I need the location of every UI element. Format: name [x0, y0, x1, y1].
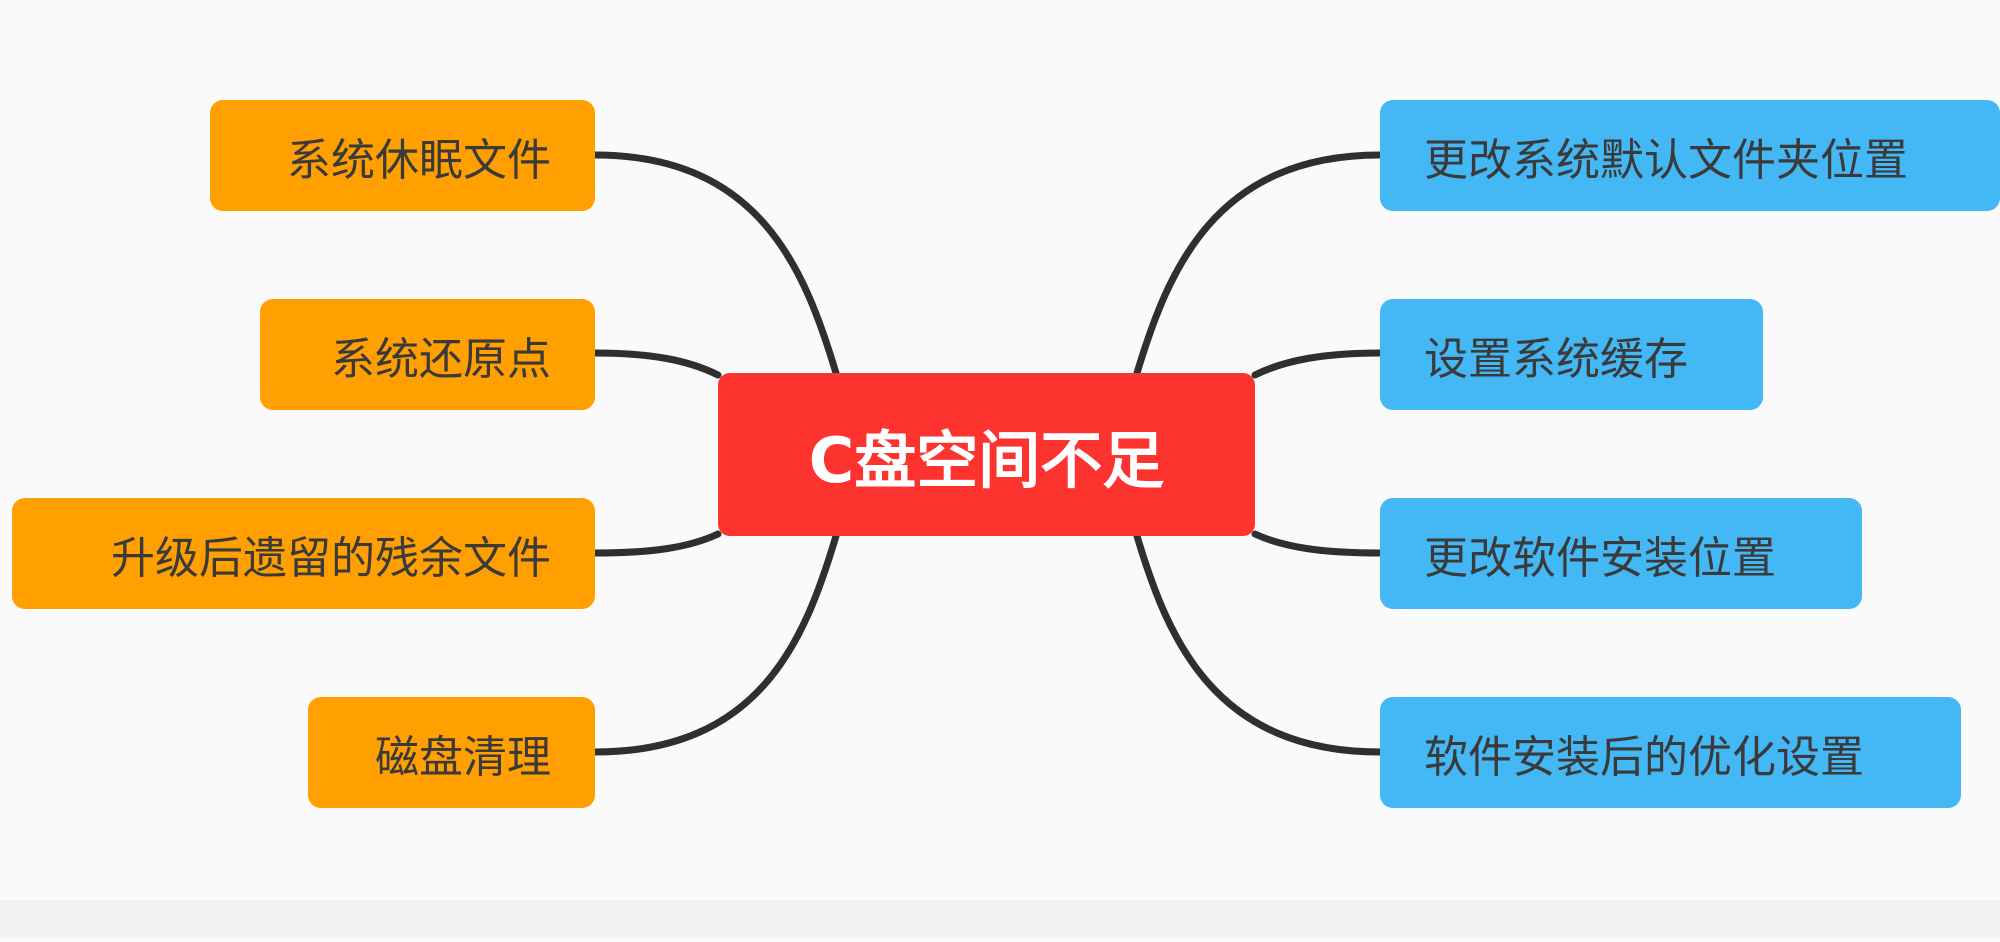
branch-label: 设置系统缓存	[1424, 333, 1688, 385]
connector-right-2	[1251, 349, 1384, 379]
connector-right-3	[1251, 530, 1384, 557]
bottom-band	[0, 900, 2000, 938]
connector-left-1	[591, 151, 840, 377]
connector-right-1	[1133, 151, 1384, 377]
connector-left-3	[591, 530, 722, 557]
connector-left-4	[591, 532, 840, 756]
branch-node-right-3[interactable]: 更改软件安装位置	[1380, 498, 1862, 609]
branch-node-left-1[interactable]: 系统休眠文件	[210, 100, 595, 211]
branch-label: 升级后遗留的残余文件	[111, 532, 551, 584]
branch-node-right-1[interactable]: 更改系统默认文件夹位置	[1380, 100, 2000, 211]
connector-left-2	[591, 349, 722, 379]
branch-node-right-2[interactable]: 设置系统缓存	[1380, 299, 1763, 410]
central-topic[interactable]: C盘空间不足	[718, 373, 1255, 536]
branch-label: 更改系统默认文件夹位置	[1424, 134, 1908, 186]
branch-node-right-4[interactable]: 软件安装后的优化设置	[1380, 697, 1961, 808]
branch-node-left-4[interactable]: 磁盘清理	[308, 697, 595, 808]
branch-label: 磁盘清理	[375, 731, 551, 783]
branch-node-left-3[interactable]: 升级后遗留的残余文件	[12, 498, 595, 609]
branch-label: 更改软件安装位置	[1424, 532, 1776, 584]
branch-node-left-2[interactable]: 系统还原点	[260, 299, 595, 410]
branch-label: 系统休眠文件	[287, 134, 551, 186]
branch-label: 软件安装后的优化设置	[1424, 731, 1864, 783]
branch-label: 系统还原点	[331, 333, 551, 385]
central-topic-label: C盘空间不足	[808, 423, 1165, 497]
connector-right-4	[1133, 532, 1384, 756]
